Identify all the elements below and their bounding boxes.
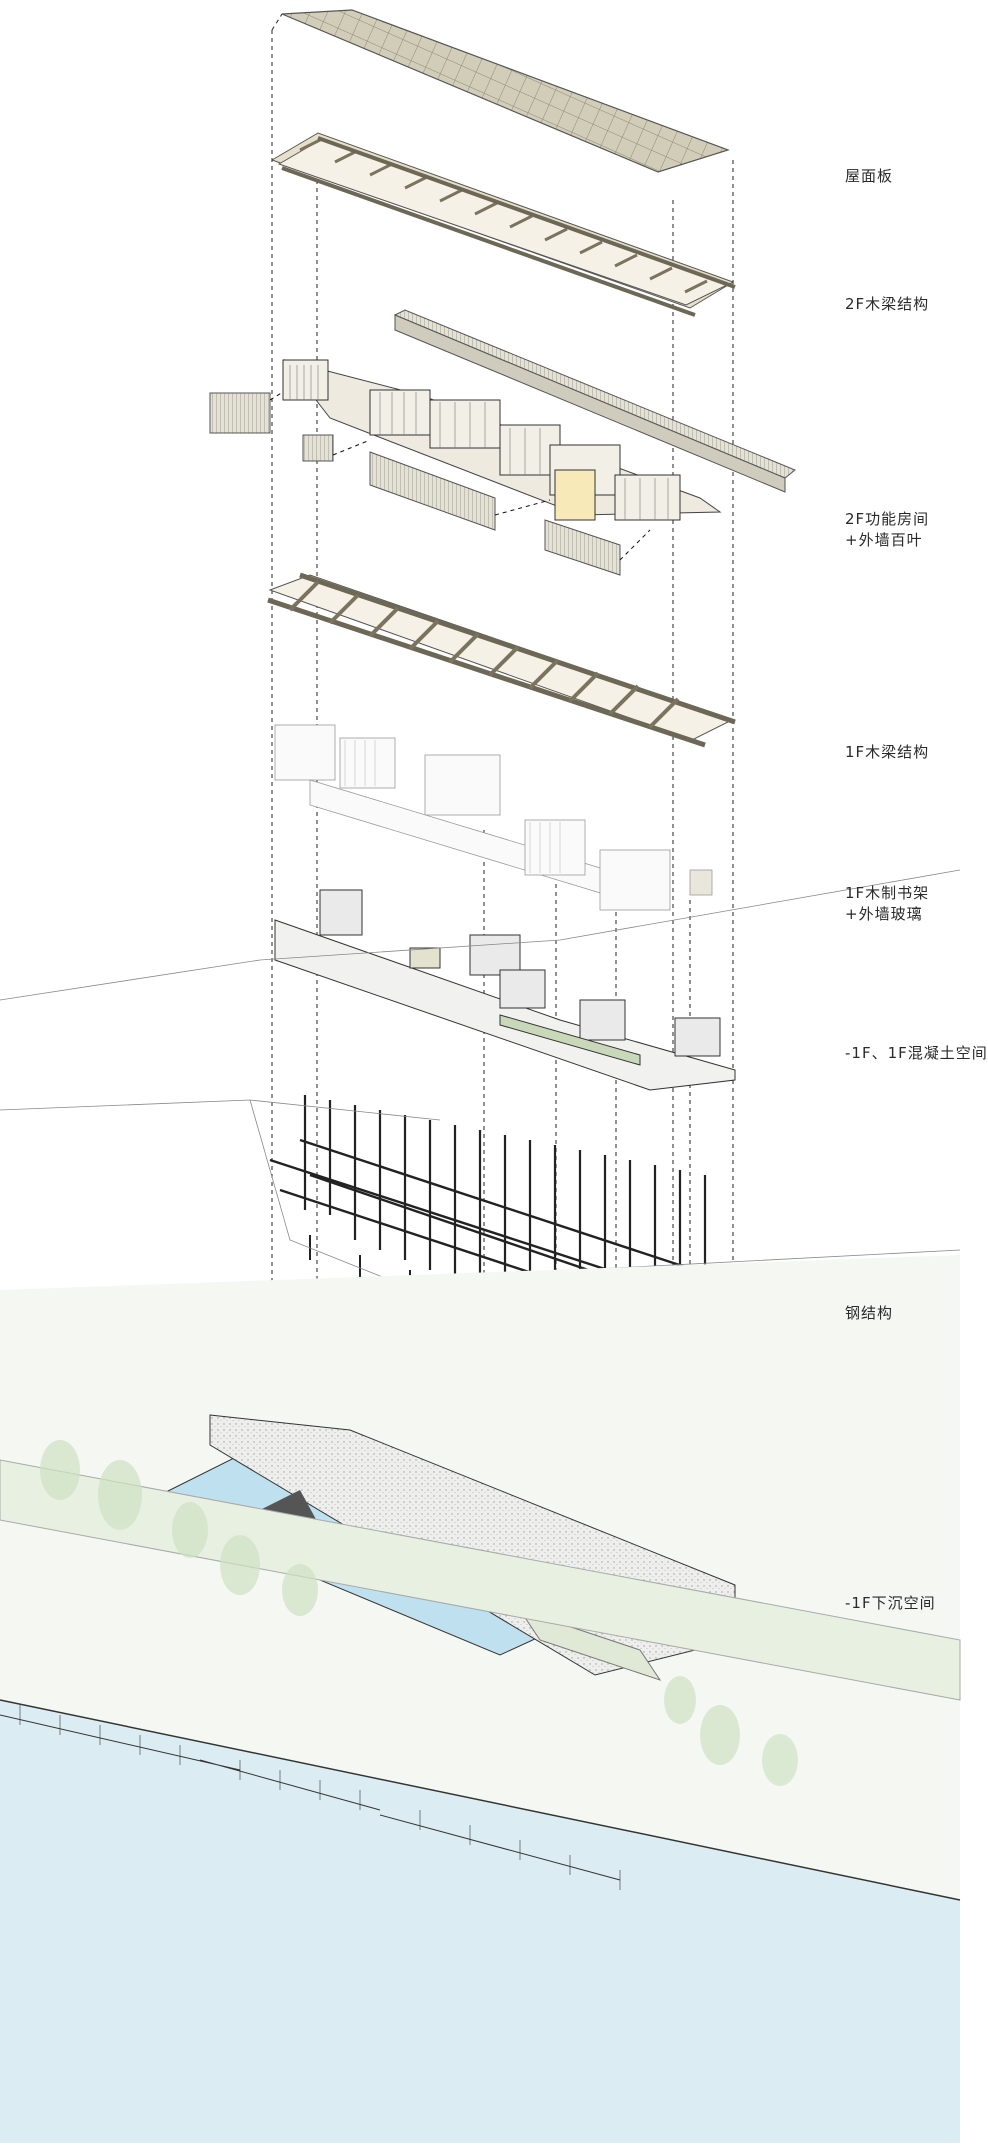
- 1f-beams-drawing: [267, 572, 736, 748]
- label-roof-panel: 屋面板: [845, 167, 894, 185]
- roof-panel-drawing: [271, 9, 730, 173]
- label-sunken-space: -1F下沉空间: [845, 1594, 936, 1612]
- 2f-rooms-drawing: [209, 309, 796, 576]
- label-1f-shelves: 1F木制书架 +外墙玻璃: [845, 884, 930, 923]
- label-2f-rooms: 2F功能房间 +外墙百叶: [845, 510, 930, 549]
- concrete-drawing: [274, 889, 736, 1091]
- label-concrete-space: -1F、1F混凝土空间: [845, 1044, 988, 1062]
- 2f-beams-drawing: [270, 132, 736, 317]
- label-1f-beams: 1F木梁结构: [845, 743, 930, 761]
- label-steel-structure: 钢结构: [845, 1304, 894, 1322]
- 1f-shelves-drawing: [274, 724, 713, 911]
- diagram-canvas: [0, 9, 961, 2143]
- sunken-drawing: [0, 1255, 961, 2143]
- exploded-axonometric-diagram: 屋面板 2F木梁结构 2F功能房间 +外墙百叶 1F木梁结构 1F木制书架 +外…: [0, 9, 987, 2143]
- label-2f-beams: 2F木梁结构: [845, 295, 930, 313]
